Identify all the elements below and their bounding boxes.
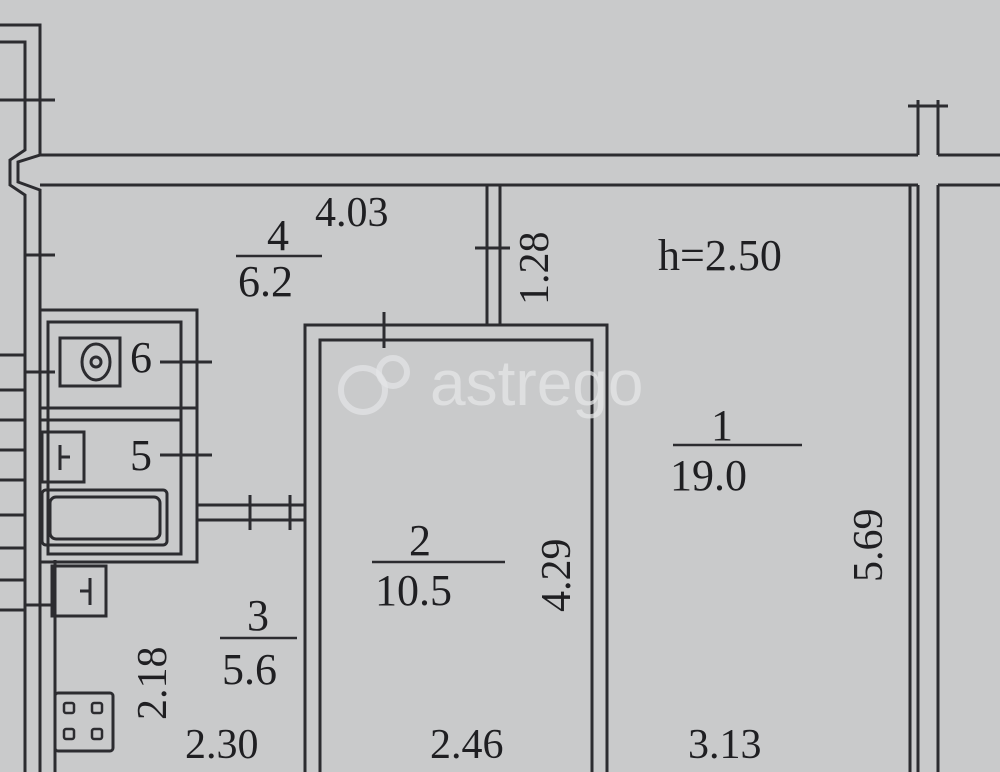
room-2-area: 10.5 [375,566,452,615]
dim-room-1-length: 5.69 [846,509,892,583]
watermark-gear-icon [338,355,410,415]
dim-hall-width: 1.28 [512,232,558,306]
stove-icon [62,701,104,741]
room-1-number: 1 [711,401,733,450]
room-3-area: 5.6 [222,645,277,694]
room-5-number: 5 [130,431,152,480]
dim-room-2-length: 4.29 [534,539,580,613]
room-3-number: 3 [247,591,269,640]
walls [0,23,1000,772]
dim-kitchen-width: 2.30 [185,722,259,768]
dim-room-1-width: 3.13 [688,722,762,768]
room-1-area: 19.0 [670,451,747,500]
room-4-area: 6.2 [238,257,293,306]
room-6-number: 6 [130,333,152,382]
fraction-bars [220,254,802,640]
watermark-text: astrego [430,347,643,419]
room-2-number: 2 [409,516,431,565]
ceiling-height: h=2.50 [658,231,782,280]
room-4-number: 4 [267,211,289,260]
dim-kitchen-length: 2.18 [130,647,176,721]
dim-room-2-width: 2.46 [430,722,504,768]
dim-hall-length: 4.03 [315,190,389,236]
